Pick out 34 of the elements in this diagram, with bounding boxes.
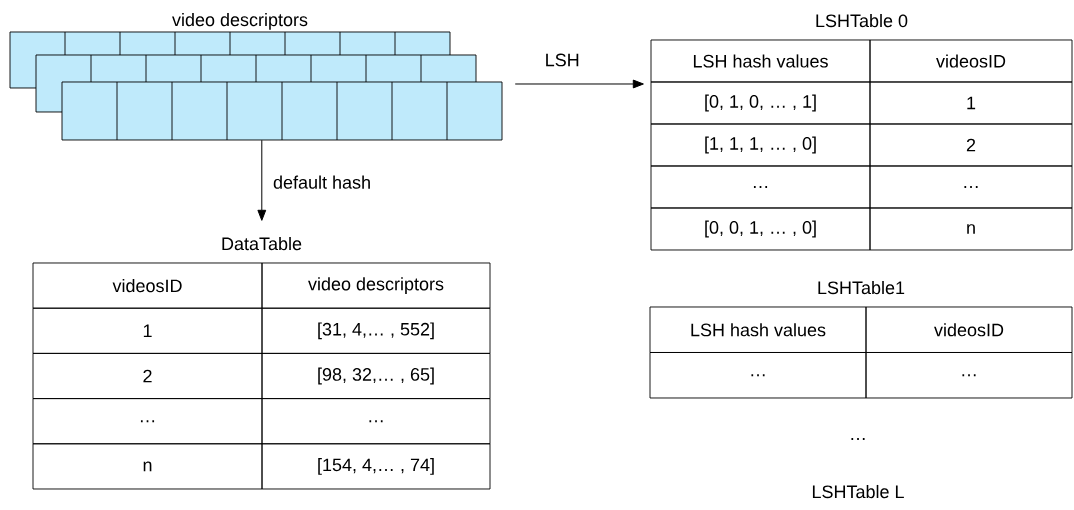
table-cell: …: [650, 165, 871, 209]
header-cell: LSH hash values: [650, 39, 871, 83]
arrow: [257, 139, 267, 221]
table-cell: 1: [869, 81, 1073, 125]
table-title: LSHTable 0: [816, 13, 908, 28]
header-cell: videosID: [865, 306, 1073, 353]
table-cell: 2: [32, 352, 263, 400]
header-cell: LSH hash values: [649, 306, 867, 353]
table-cell: [31, 4,… , 552]: [261, 307, 491, 354]
ellipsis: …: [851, 438, 865, 440]
table-title: LSHTable L: [812, 484, 904, 499]
table-cell: n: [869, 207, 1073, 251]
header-cell: video descriptors: [261, 262, 491, 309]
table-cell: …: [649, 352, 867, 399]
table-cell: 1: [32, 307, 263, 354]
header-cell: videosID: [869, 39, 1073, 83]
table-cell: 2: [869, 123, 1073, 167]
table-cell: …: [32, 398, 263, 445]
arrow: [514, 79, 644, 89]
table-cell: …: [865, 352, 1073, 399]
table-cell: [0, 1, 0, … , 1]: [650, 81, 871, 125]
edge-label: default hash: [272, 174, 373, 190]
table-cell: [98, 32,… , 65]: [261, 352, 491, 400]
table-title: LSHTable1: [818, 280, 905, 295]
table-title: DataTable: [222, 236, 302, 251]
table-cell: [1, 1, 1, … , 0]: [650, 123, 871, 167]
table-cell: [154, 4,… , 74]: [261, 443, 491, 490]
table-cell: …: [869, 165, 1073, 209]
table-cell: n: [32, 443, 263, 490]
header-cell: videosID: [32, 262, 263, 309]
heading: video descriptors: [172, 12, 308, 30]
table-cell: …: [261, 398, 491, 445]
edge-label: LSH: [543, 52, 581, 68]
table-cell: [0, 0, 1, … , 0]: [650, 207, 871, 251]
